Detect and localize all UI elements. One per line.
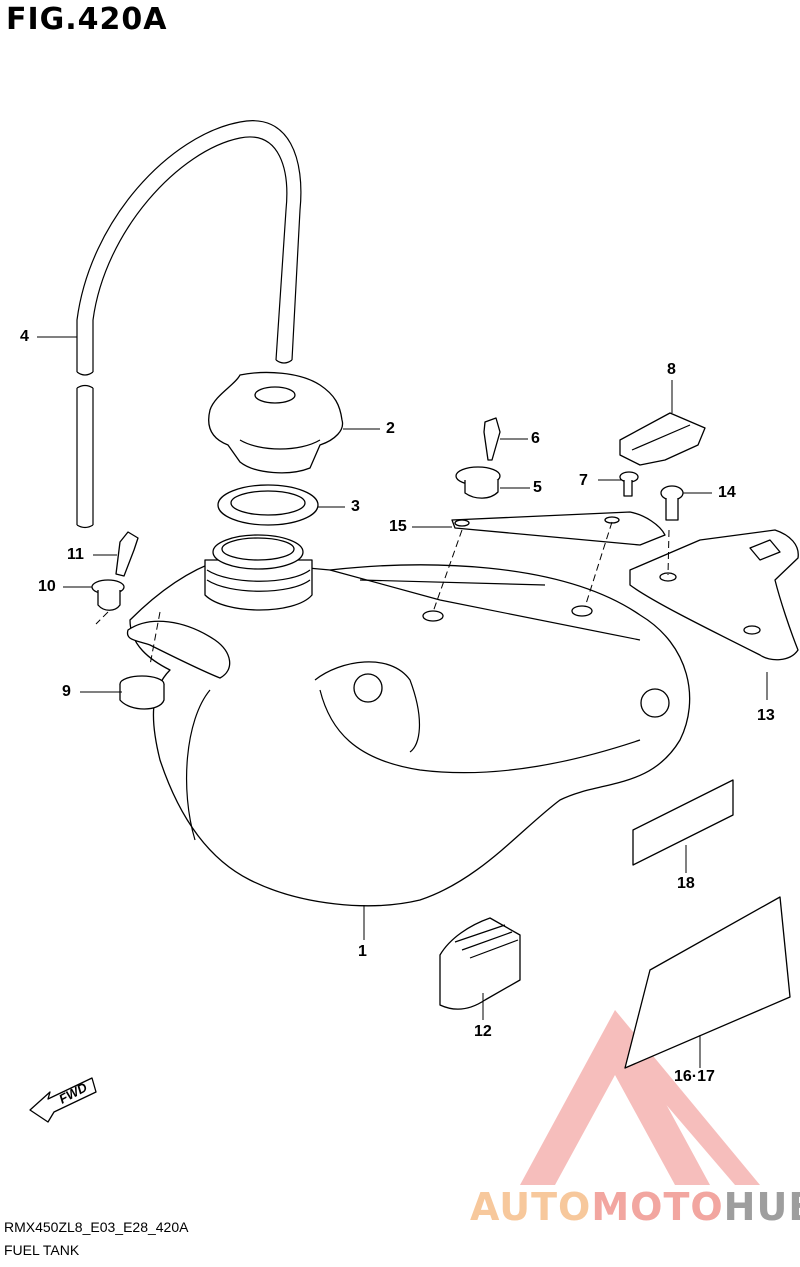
callout-18: 18 bbox=[677, 875, 695, 892]
callout-7: 7 bbox=[579, 472, 588, 489]
callout-3: 3 bbox=[351, 498, 360, 515]
label-16-17 bbox=[624, 896, 791, 1069]
watermark-moto: MOTO bbox=[591, 1185, 724, 1229]
watermark-hub: HUB bbox=[723, 1185, 800, 1229]
callout-12: 12 bbox=[474, 1023, 492, 1040]
callout-2: 2 bbox=[386, 420, 395, 437]
watermark-logo: AUTOMOTOHUB bbox=[470, 1185, 800, 1229]
fuel-tank bbox=[126, 534, 691, 907]
callout-14: 14 bbox=[718, 484, 736, 501]
callout-13: 13 bbox=[757, 707, 775, 724]
section-name: FUEL TANK bbox=[4, 1242, 80, 1258]
strap-clip bbox=[619, 412, 706, 466]
label-18 bbox=[632, 779, 734, 866]
callout-9: 9 bbox=[62, 683, 71, 700]
bolt-14 bbox=[660, 485, 684, 521]
rear-bracket bbox=[629, 529, 799, 661]
gasket-ring bbox=[217, 484, 319, 526]
callout-4: 4 bbox=[20, 328, 29, 345]
watermark-auto: AUTO bbox=[470, 1185, 592, 1229]
breather-hose bbox=[76, 120, 302, 529]
plate-15 bbox=[451, 511, 666, 546]
tank-cushion bbox=[439, 917, 521, 1010]
callout-11: 11 bbox=[67, 546, 84, 563]
callout-1: 1 bbox=[358, 943, 367, 960]
model-code: RMX450ZL8_E03_E28_420A bbox=[4, 1219, 189, 1235]
bolt-11 bbox=[115, 531, 139, 577]
callout-10: 10 bbox=[38, 578, 56, 595]
callout-15: 15 bbox=[389, 518, 407, 535]
figure-title: FIG.420A bbox=[6, 2, 168, 37]
grommet-9 bbox=[119, 675, 165, 710]
collar-10 bbox=[91, 579, 125, 611]
fwd-arrow-icon bbox=[29, 1077, 97, 1123]
screw-6 bbox=[483, 417, 501, 461]
callout-6: 6 bbox=[531, 430, 540, 447]
callout-8: 8 bbox=[667, 361, 676, 378]
fuel-cap bbox=[208, 371, 344, 474]
callout-5: 5 bbox=[533, 479, 542, 496]
collar-5 bbox=[455, 466, 501, 499]
leader-lines bbox=[37, 336, 768, 1068]
bolt-7 bbox=[619, 471, 639, 497]
callout-16-17: 16·17 bbox=[674, 1068, 715, 1085]
